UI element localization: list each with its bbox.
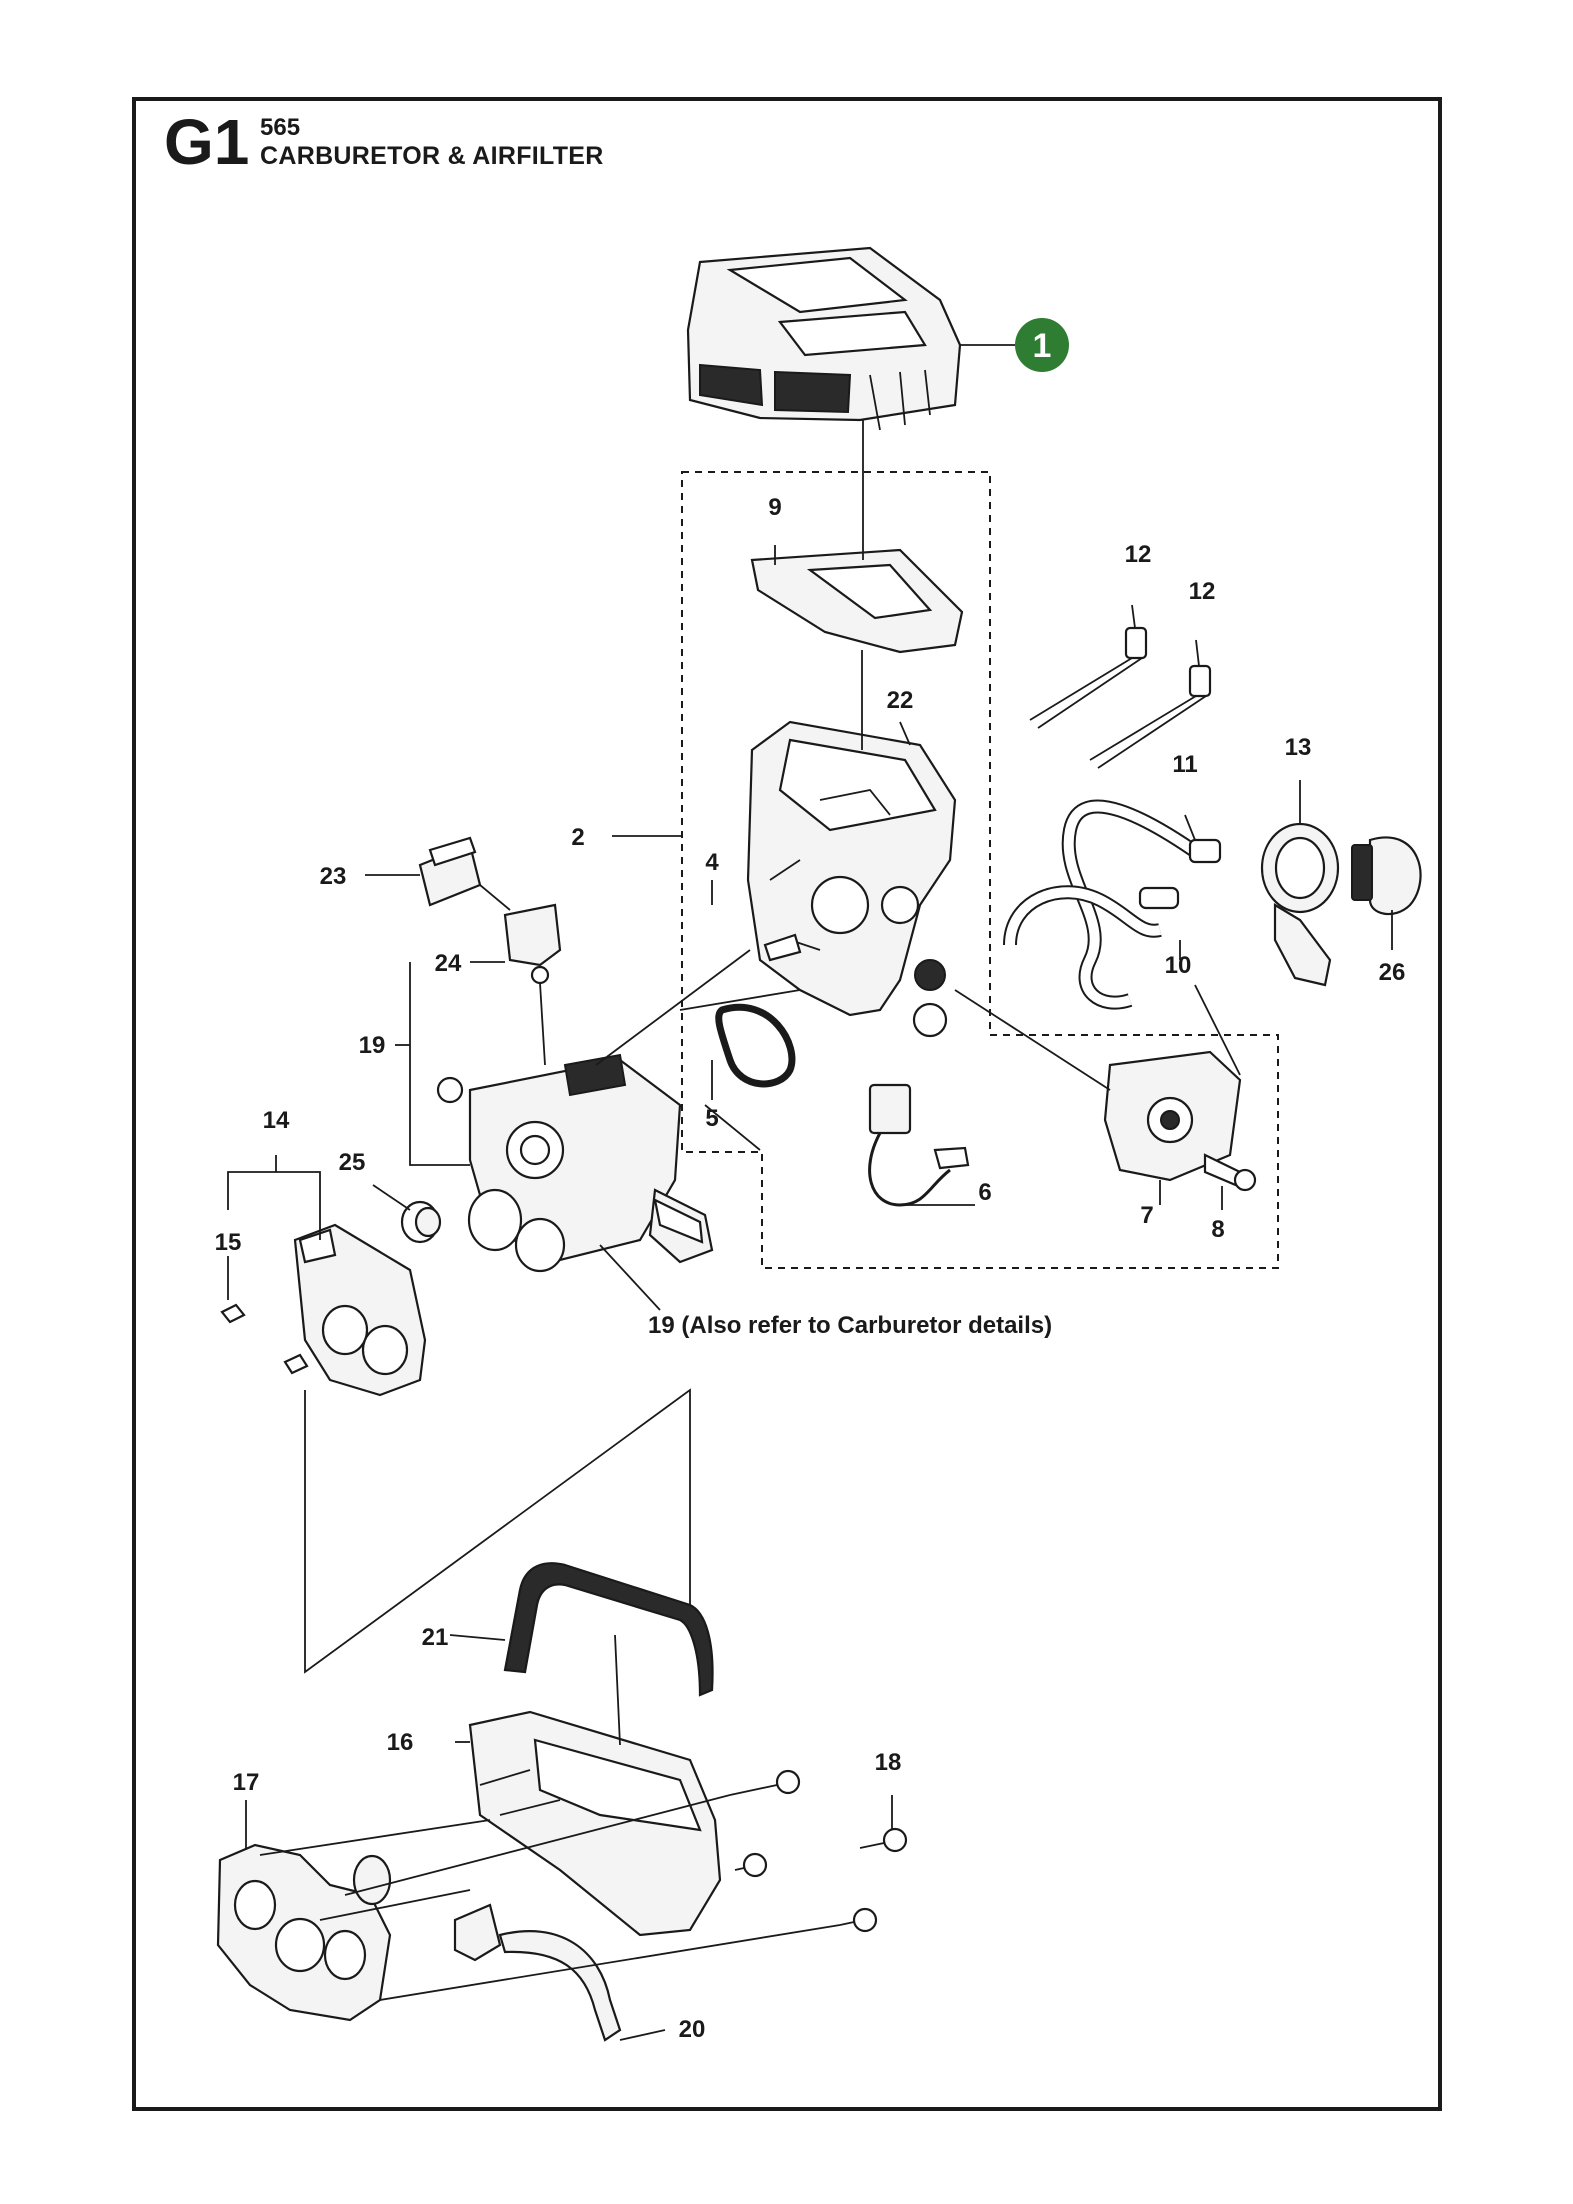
callout-7[interactable]: 7 <box>1140 1202 1153 1229</box>
screw-b[interactable] <box>859 1795 908 1853</box>
manifold-cover[interactable] <box>468 1710 722 1937</box>
callout-18[interactable]: 18 <box>875 1749 902 1776</box>
lower-bracket[interactable] <box>453 1903 622 2042</box>
intake-adapter[interactable] <box>293 1223 427 1397</box>
callout-11[interactable]: 11 <box>1172 751 1197 778</box>
assembly-group-outline <box>681 471 1279 1269</box>
fuel-hose[interactable] <box>1003 799 1222 1010</box>
sensor-module[interactable] <box>503 903 562 985</box>
long-bolt-b[interactable] <box>1089 639 1212 769</box>
callout-19[interactable]: 19 <box>359 1032 386 1059</box>
nut-b[interactable] <box>283 1353 309 1375</box>
callout-6[interactable]: 6 <box>978 1179 991 1206</box>
callout-4[interactable]: 4 <box>705 849 719 876</box>
callout-8[interactable]: 8 <box>1211 1216 1224 1243</box>
callout-15[interactable]: 15 <box>215 1229 242 1256</box>
callout-22[interactable]: 22 <box>887 687 914 714</box>
callout-21[interactable]: 21 <box>422 1624 449 1651</box>
callout-23[interactable]: 23 <box>320 863 347 890</box>
carburetor[interactable] <box>436 1053 714 1273</box>
small-gasket[interactable] <box>763 933 802 962</box>
carburetor-housing[interactable] <box>746 720 957 1038</box>
bracket-screw[interactable] <box>1203 1153 1257 1210</box>
callout-24[interactable]: 24 <box>435 950 462 977</box>
callout-20[interactable]: 20 <box>679 2016 706 2043</box>
callout-16[interactable]: 16 <box>387 1729 414 1756</box>
callout-5[interactable]: 5 <box>705 1105 718 1132</box>
choke-bracket[interactable] <box>1103 1050 1242 1205</box>
intake-ring[interactable] <box>400 1200 442 1244</box>
page-frame <box>132 97 1442 2111</box>
filter-gasket[interactable] <box>750 548 964 654</box>
callout-10[interactable]: 10 <box>1165 952 1192 979</box>
callout-26[interactable]: 26 <box>1379 959 1406 986</box>
part-1-badge-number: 1 <box>1033 327 1052 365</box>
callout-25[interactable]: 25 <box>339 1149 366 1176</box>
carburetor-reference-note[interactable]: 19 (Also refer to Carburetor details) <box>648 1312 1052 1339</box>
callout-12b[interactable]: 12 <box>1189 578 1216 605</box>
callout-12a[interactable]: 12 <box>1125 541 1152 568</box>
callout-9[interactable]: 9 <box>768 494 781 521</box>
part-1-badge[interactable]: 1 <box>1015 318 1069 372</box>
nut-a[interactable] <box>220 1303 246 1324</box>
screw-c[interactable] <box>734 1852 768 1878</box>
primer-bulb[interactable] <box>1351 836 1422 950</box>
callout-14[interactable]: 14 <box>263 1107 290 1134</box>
model-number: 565 <box>260 114 301 141</box>
o-ring[interactable] <box>715 1004 796 1088</box>
callout-2[interactable]: 2 <box>571 824 584 851</box>
primer-bulb-holder[interactable] <box>1260 780 1340 987</box>
section-code: G1 <box>164 106 250 178</box>
electric-lead[interactable] <box>868 1083 975 1207</box>
intake-flange[interactable] <box>216 1843 392 2022</box>
callout-13[interactable]: 13 <box>1285 734 1312 761</box>
leader-lines <box>227 420 1241 2041</box>
air-filter-cover[interactable] <box>686 246 1015 431</box>
screw-d[interactable] <box>839 1907 878 1933</box>
long-bolt-a[interactable] <box>1029 604 1148 729</box>
page-title: CARBURETOR & AIRFILTER <box>260 142 604 170</box>
screw-a[interactable] <box>729 1769 801 1796</box>
switch-unit[interactable] <box>418 836 482 907</box>
part-1-badge-circle <box>1015 318 1069 372</box>
handle-strip[interactable] <box>503 1562 714 1697</box>
callout-17[interactable]: 17 <box>233 1769 260 1796</box>
